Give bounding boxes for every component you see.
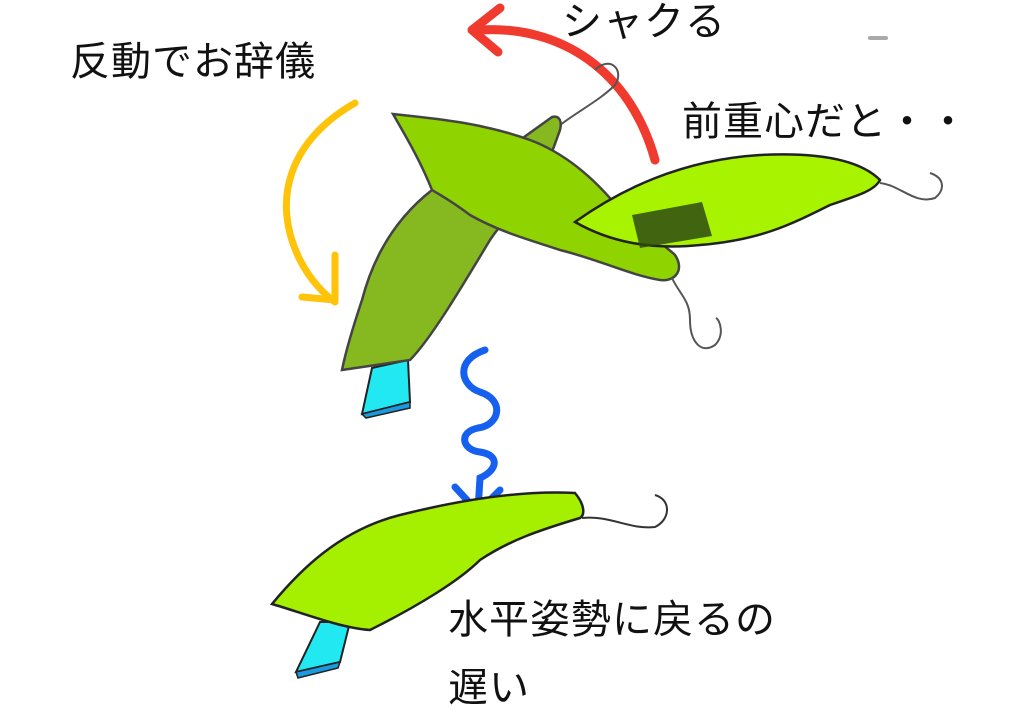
label-return-horizontal-1: 水平姿勢に戻るの xyxy=(448,597,776,643)
lure-bowed xyxy=(340,112,722,419)
lure-front-heavy xyxy=(572,153,943,248)
label-front-heavy: 前重心だと・・ xyxy=(682,99,969,145)
lure-returning-lip xyxy=(294,621,352,674)
bow-arrow-icon xyxy=(282,99,359,306)
lure-returning xyxy=(269,491,668,679)
hook-line-returning xyxy=(581,494,668,529)
label-jerk: シャクる xyxy=(562,0,726,45)
hook-line-front-heavy xyxy=(879,172,943,201)
label-bow-by-recoil: 反動でお辞儀 xyxy=(70,39,316,85)
jerk-arrow-icon xyxy=(467,3,660,165)
weight-icon xyxy=(632,202,712,248)
fall-arrow-icon xyxy=(451,346,504,516)
hook-line-top xyxy=(559,62,620,126)
label-return-horizontal-2: 遅い xyxy=(448,665,530,711)
hook-line-bowed xyxy=(671,277,722,350)
